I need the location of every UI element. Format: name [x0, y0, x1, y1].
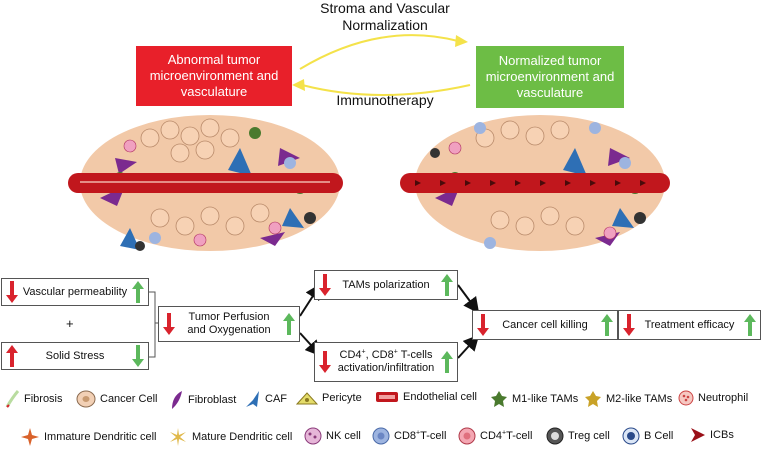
up-arrow-icon [441, 274, 453, 296]
normalized-tumor-illustration [400, 115, 670, 251]
legend-endothelial: Endothelial cell [375, 390, 477, 404]
immature-dendritic-cell-icon [21, 428, 39, 446]
legend-nk-cell: NK cell [304, 427, 361, 445]
cycle-arrow-top [299, 34, 459, 70]
up-arrow-icon [6, 345, 18, 367]
legend-mature-dc: Mature Dendritic cell [168, 427, 292, 447]
b-cell-icon [622, 427, 640, 445]
legend-caf: CAF [245, 390, 287, 408]
up-arrow-icon [441, 351, 453, 373]
caf-icon [246, 391, 259, 407]
abnormal-tumor-illustration [68, 115, 343, 251]
t-cell-activation-box: CD4+, CD8+ T-cells activation/infiltrati… [314, 342, 458, 382]
m1-tam-icon [491, 391, 507, 407]
fibroblast-icon [172, 391, 182, 409]
legend-treg-cell: Treg cell [546, 427, 610, 445]
legend-neutrophil: Neutrophil [678, 390, 748, 406]
legend-m2-tams: M2-like TAMs [584, 390, 672, 408]
legend-cd4-t-cell: CD4+T-cell [458, 427, 532, 445]
normalized-vessel [400, 173, 670, 193]
legend-b-cell: B Cell [622, 427, 673, 445]
m2-tam-icon [585, 391, 601, 407]
legend-m1-tams: M1-like TAMs [490, 390, 578, 408]
cycle-top-label: Stroma and Vascular Normalization [320, 0, 450, 33]
up-arrow-icon [744, 314, 756, 336]
legend-icbs: ICBs [690, 427, 734, 443]
neutrophil-icon [678, 390, 694, 406]
down-arrow-icon [477, 314, 489, 336]
up-arrow-icon [132, 281, 144, 303]
legend-fibroblast: Fibroblast [170, 390, 236, 410]
cycle-arrows [292, 34, 471, 96]
cancer-cell-killing-box: Cancer cell killing [472, 310, 618, 340]
mature-dendritic-cell-icon [170, 428, 186, 446]
nk-cell-icon [304, 427, 322, 445]
treg-cell-icon [546, 427, 564, 445]
icb-icon [691, 428, 705, 442]
normalized-state-box: Normalized tumor microenvironment and va… [476, 46, 624, 108]
down-arrow-icon [163, 313, 175, 335]
legend-immature-dc: Immature Dendritic cell [20, 427, 156, 447]
up-arrow-icon [601, 314, 613, 336]
down-arrow-icon [319, 274, 331, 296]
tumor-perfusion-box: Tumor Perfusion and Oxygenation [158, 306, 300, 342]
solid-stress-box: Solid Stress [1, 342, 149, 370]
legend-fibrosis: Fibrosis [4, 390, 63, 408]
cycle-arrow-bottom [301, 84, 471, 96]
down-arrow-icon [132, 345, 144, 367]
legend-cd8-t-cell: CD8+T-cell [372, 427, 446, 445]
up-arrow-icon [283, 313, 295, 335]
down-arrow-icon [319, 351, 331, 373]
down-arrow-icon [623, 314, 635, 336]
legend-pericyte: Pericyte [296, 390, 362, 406]
fibrosis-icon [5, 390, 20, 408]
cancer-cell-icon [76, 390, 96, 408]
legend-cancer-cell: Cancer Cell [76, 390, 157, 408]
vascular-permeability-box: Vascular permeability [1, 278, 149, 306]
cd8-t-cell-icon [372, 427, 390, 445]
endothelial-cell-icon [376, 392, 398, 402]
down-arrow-icon [6, 281, 18, 303]
tams-polarization-box: TAMs polarization [314, 270, 458, 300]
plus-sign: + [66, 316, 74, 331]
cd4-t-cell-icon [458, 427, 476, 445]
cycle-bottom-label: Immunotherapy [336, 92, 434, 108]
abnormal-state-box: Abnormal tumor microenvironment and vasc… [136, 46, 292, 106]
treatment-efficacy-box: Treatment efficacy [618, 310, 761, 340]
pericyte-icon [296, 392, 318, 405]
